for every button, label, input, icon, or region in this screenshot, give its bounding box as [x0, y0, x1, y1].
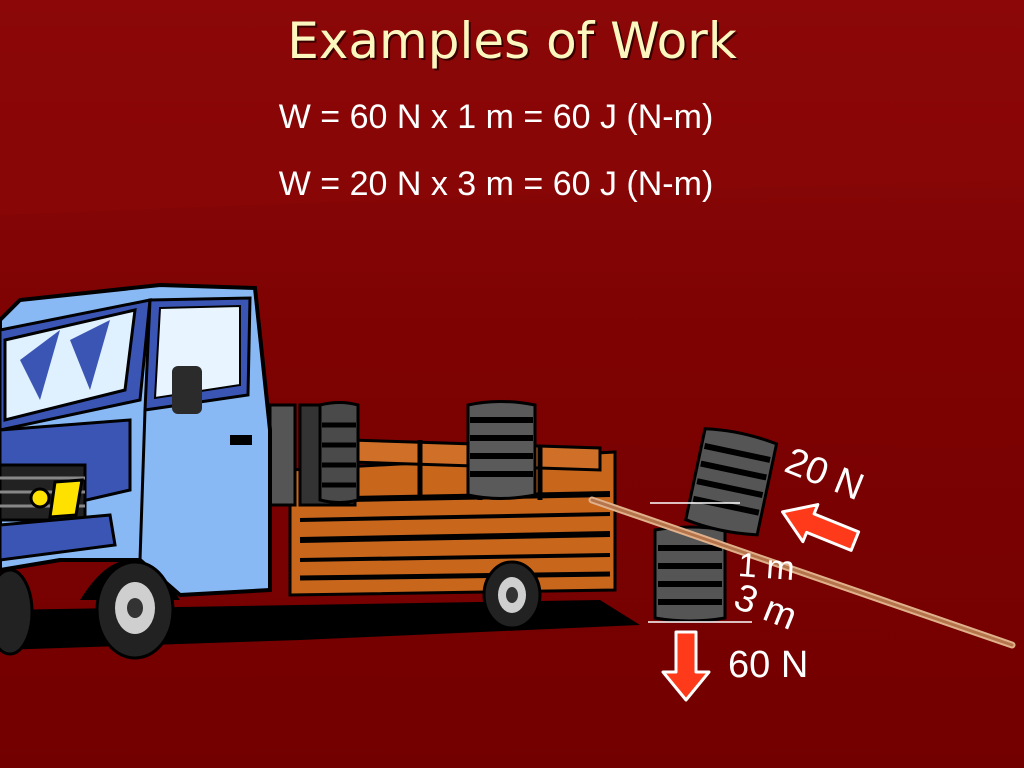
truck-rear-wheel	[482, 560, 542, 630]
tire-icon	[466, 400, 537, 500]
equation-lift: W = 60 N x 1 m = 60 J (N-m)	[278, 98, 714, 136]
tire-stack	[653, 427, 779, 623]
tire-icon	[684, 427, 779, 537]
tire-icon	[318, 401, 360, 504]
tire-icon	[653, 525, 727, 623]
force-arrow-icon	[781, 503, 861, 552]
ramp-board-icon	[588, 496, 1016, 649]
headlight	[29, 487, 51, 509]
headlight	[48, 478, 84, 519]
truck-front-wheel	[0, 560, 175, 660]
force-arrow-icon	[661, 630, 711, 702]
label-force-lift: 60 N	[728, 644, 809, 686]
slide-title: Examples of Work	[287, 12, 737, 70]
truck-cab	[0, 282, 272, 600]
equation-ramp: W = 20 N x 3 m = 60 J (N-m)	[278, 165, 714, 203]
